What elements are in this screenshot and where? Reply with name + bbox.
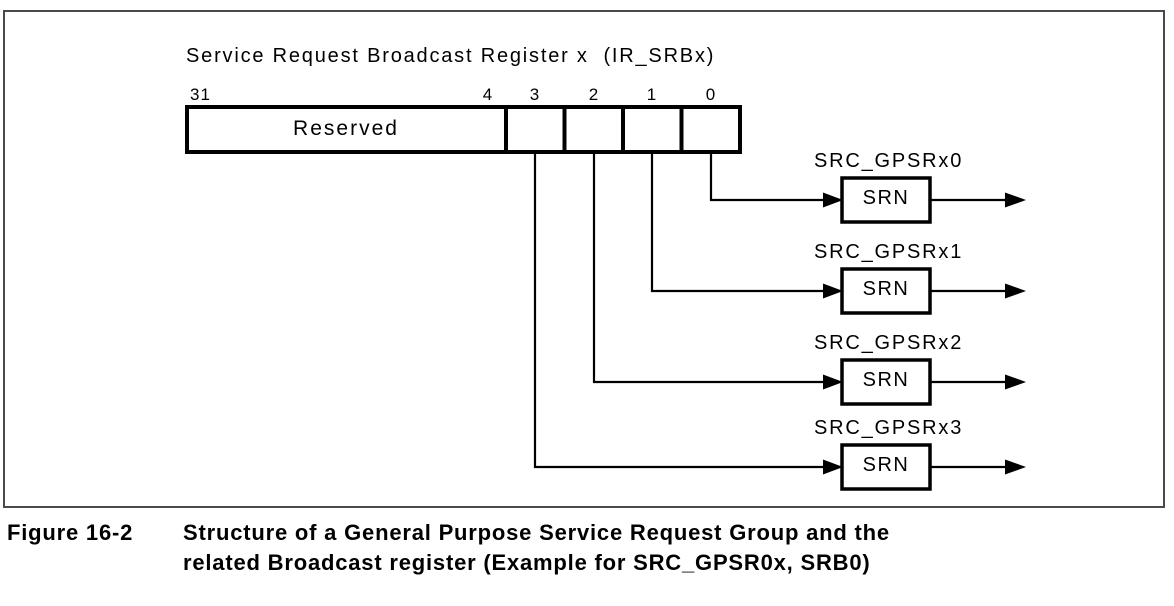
srn-box-row3	[840, 358, 932, 406]
srn-box-row2	[840, 267, 932, 315]
register-box	[185, 105, 742, 154]
arrowhead-in-row3	[823, 374, 843, 390]
figure-caption: Figure 16-2 Structure of a General Purpo…	[7, 518, 890, 578]
bit-label-3: 3	[529, 85, 541, 104]
srn-box-row4	[840, 443, 932, 491]
connector-bit0	[709, 152, 824, 202]
connector-bit2	[592, 152, 824, 384]
srn-box-label-row1: SRN	[862, 187, 910, 209]
bit-label-1: 1	[646, 85, 658, 104]
arrowhead-out-row4	[1005, 459, 1026, 475]
srn-box-label-row4: SRN	[862, 454, 910, 476]
row-label-src-gpsrx0: SRC_GPSRx0	[814, 150, 964, 172]
arrowhead-out-row2	[1005, 283, 1026, 299]
arrowhead-out-row3	[1005, 374, 1026, 390]
arrowhead-in-row4	[823, 459, 843, 475]
bit-label-0: 0	[705, 85, 717, 104]
arrowhead-in-row2	[823, 283, 843, 299]
connector-bit1	[650, 152, 824, 293]
srn-box-label-row3: SRN	[862, 369, 910, 391]
srn-box-row1	[840, 176, 932, 224]
connector-bit3	[533, 152, 824, 469]
figure-caption-text: Structure of a General Purpose Service R…	[183, 518, 890, 578]
bit-label-2: 2	[588, 85, 600, 104]
bit-label-31: 31	[190, 85, 211, 104]
figure-caption-line2: related Broadcast register (Example for …	[183, 550, 871, 575]
row-label-src-gpsrx1: SRC_GPSRx1	[814, 241, 964, 263]
srn-box-label-row2: SRN	[862, 278, 910, 300]
row-label-src-gpsrx2: SRC_GPSRx2	[814, 332, 964, 354]
figure-caption-line1: Structure of a General Purpose Service R…	[183, 520, 890, 545]
arrowhead-in-row1	[823, 192, 843, 208]
row-label-src-gpsrx3: SRC_GPSRx3	[814, 417, 964, 439]
figure-number: Figure 16-2	[7, 520, 134, 545]
figure-frame	[3, 10, 1165, 508]
reserved-field-label: Reserved	[293, 117, 399, 140]
register-title: Service Request Broadcast Register x (IR…	[186, 45, 716, 67]
arrowhead-out-row1	[1005, 192, 1026, 208]
bit-label-4: 4	[482, 85, 494, 104]
